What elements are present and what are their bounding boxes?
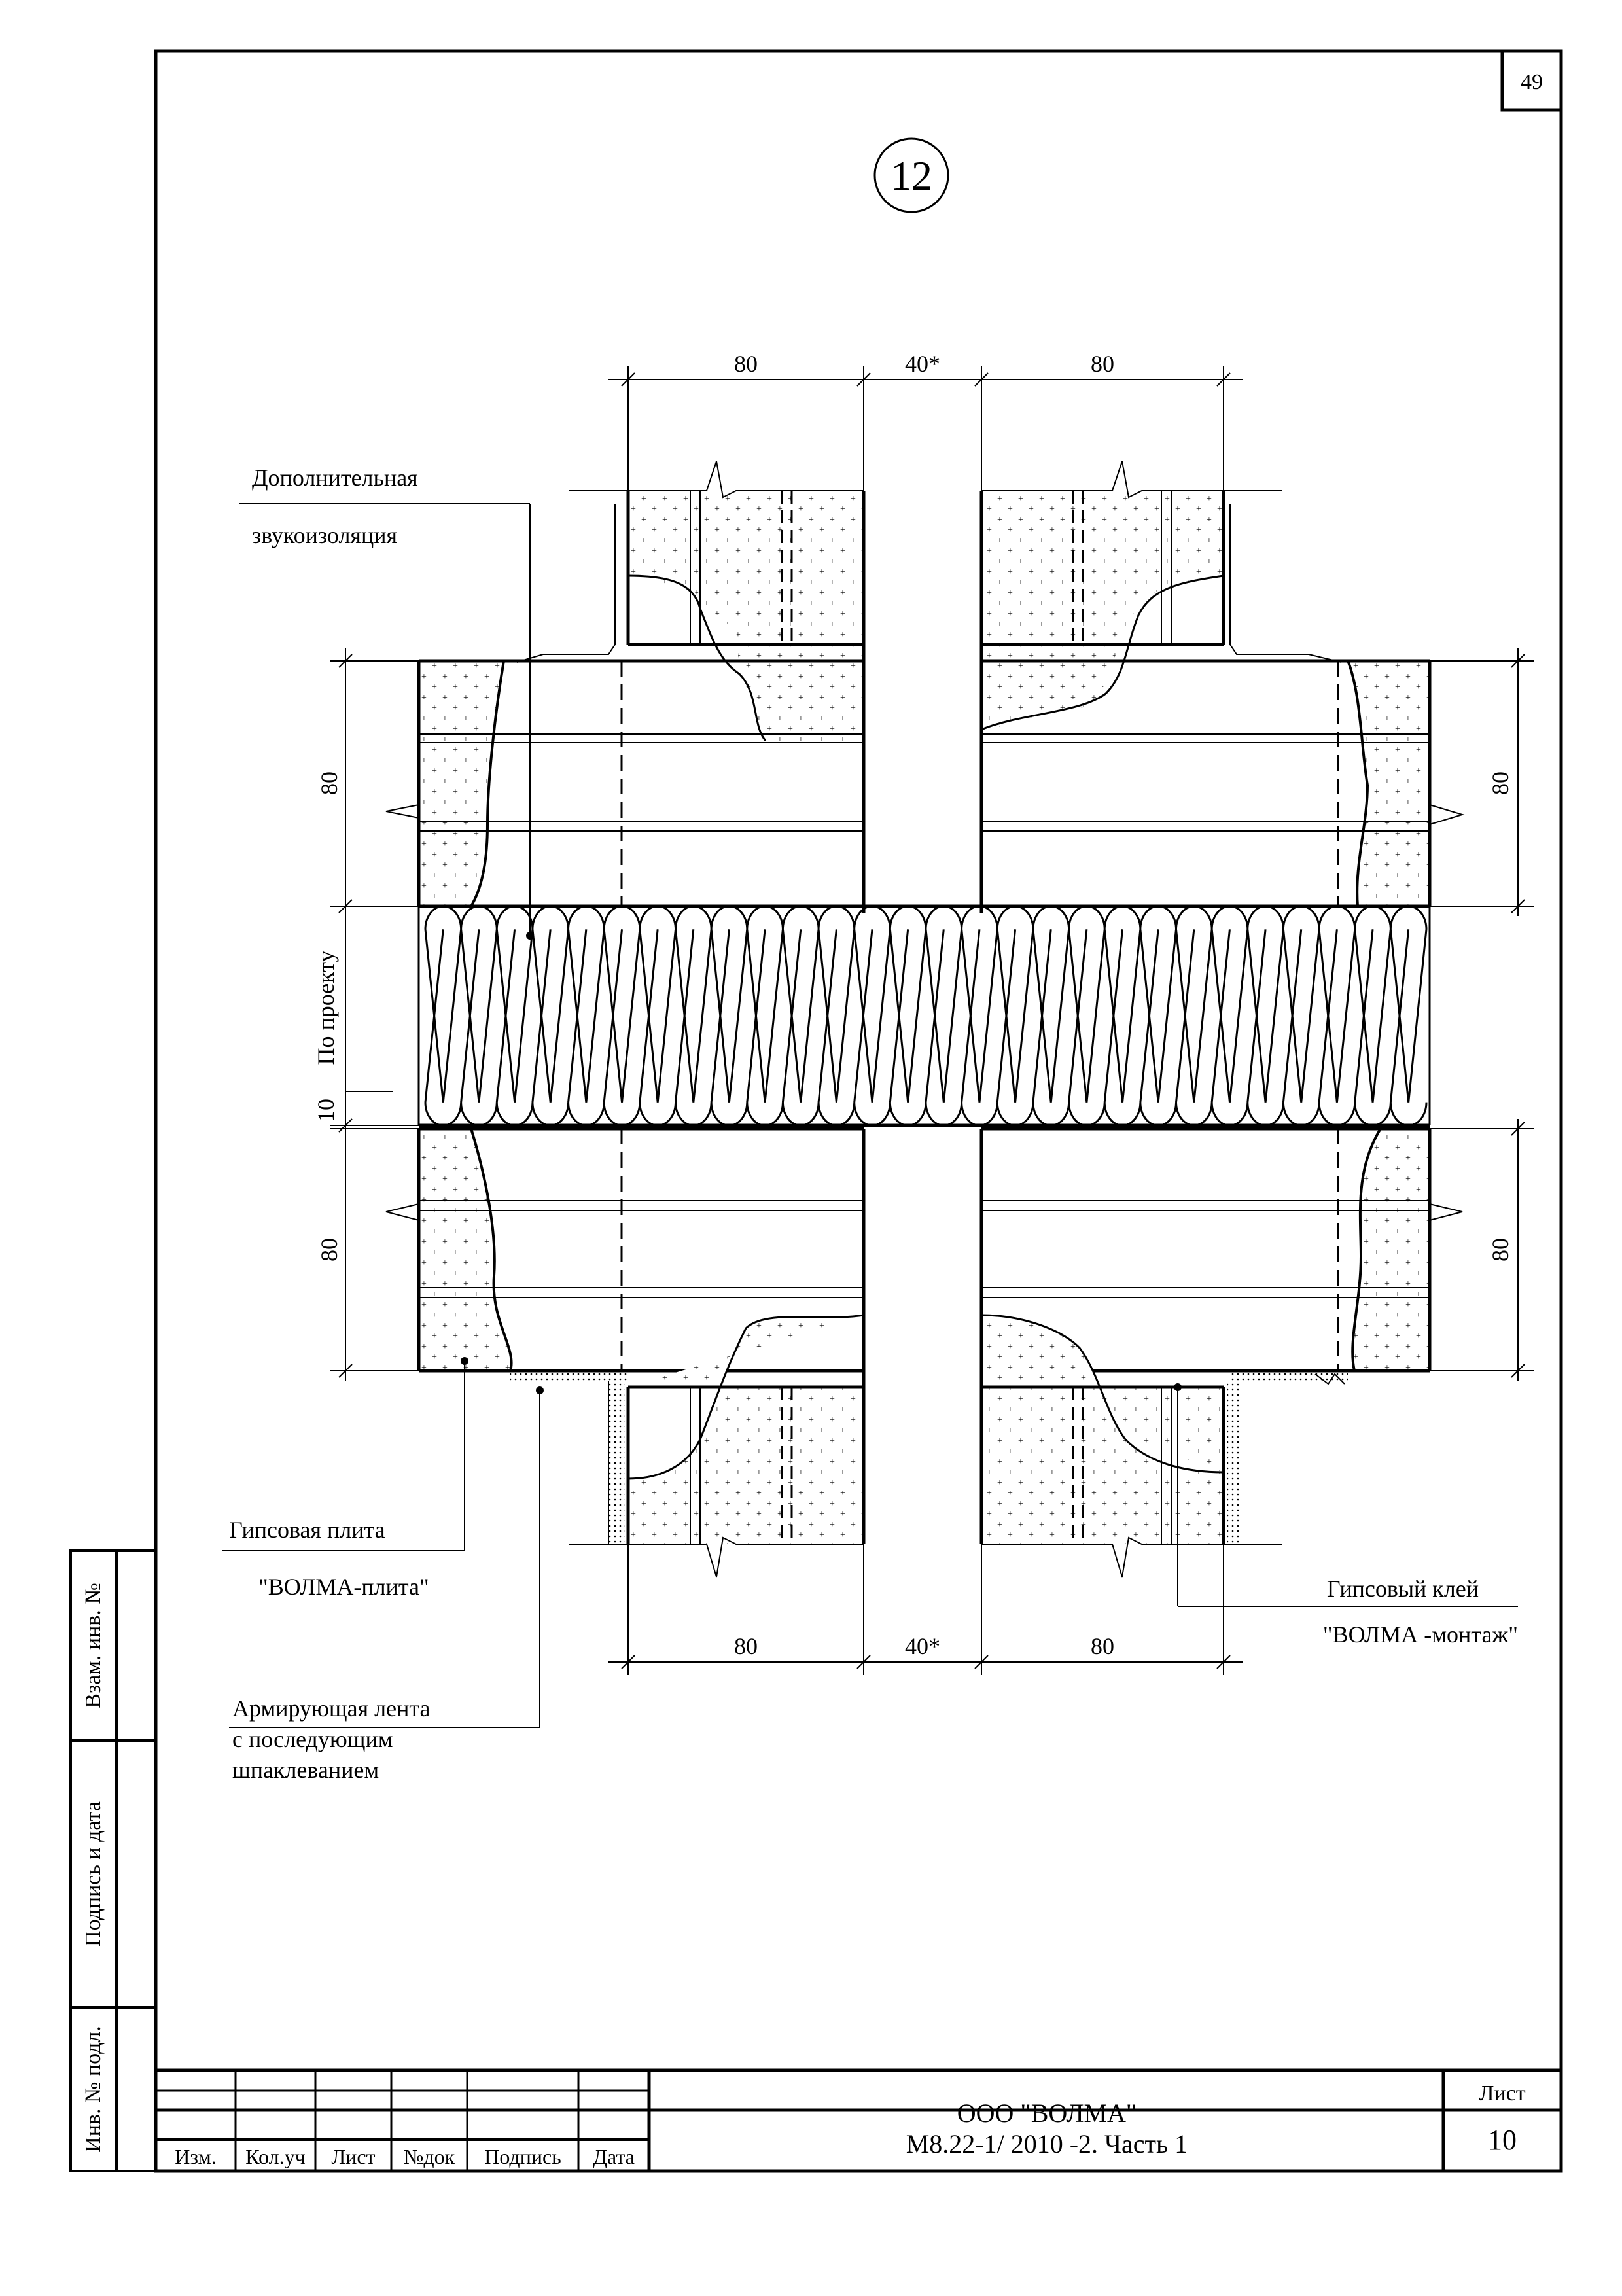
- panel-bottom-left: [510, 1129, 866, 1578]
- dimension-texts: 80 40* 80 80 40* 80 80 По проекту 10 80 …: [313, 351, 1513, 1659]
- dim-top-left: 80: [734, 351, 758, 377]
- insulation-loops: [424, 905, 1428, 1127]
- title-block: [156, 2068, 1561, 2171]
- dim-bottom-left: 80: [734, 1633, 758, 1659]
- stamp-field-sign-date: Подпись и дата: [81, 1801, 105, 1947]
- dim-right-lower: 80: [1487, 1238, 1513, 1262]
- sheet-frame: [154, 49, 1563, 2173]
- dim-left-gap: 10: [313, 1099, 339, 1122]
- panel-top-left: [516, 461, 866, 913]
- panel-top-right: [979, 461, 1342, 913]
- label-tape-3: шпаклеванием: [232, 1757, 379, 1783]
- dim-left-upper: 80: [316, 771, 342, 795]
- label-gypsum-board-2: "ВОЛМА-плита": [258, 1574, 429, 1600]
- leader-lines: [222, 503, 1518, 1728]
- panel-lower-left: [385, 1127, 864, 1373]
- label-gypsum-board-1: Гипсовая плита: [229, 1517, 385, 1543]
- dim-top-right: 80: [1091, 351, 1114, 377]
- page-number: 49: [1521, 70, 1543, 94]
- label-extra-insulation-2: звукоизоляция: [252, 522, 397, 548]
- col-data: Дата: [593, 2145, 635, 2168]
- col-list: Лист: [331, 2145, 375, 2168]
- panel-bottom-right: [979, 1129, 1348, 1578]
- side-stamp: [69, 1549, 157, 2172]
- dim-bottom-right: 80: [1091, 1633, 1114, 1659]
- company-name: ООО "ВОЛМА": [957, 2098, 1137, 2128]
- stamp-field-original-inv: Инв. № подл.: [81, 2026, 105, 2153]
- dim-right-upper: 80: [1487, 771, 1513, 795]
- title-block-columns: Изм. Кол.уч Лист №док Подпись Дата: [175, 2145, 635, 2168]
- leader-dots: [461, 932, 1182, 1394]
- panel-lower-right: [981, 1127, 1463, 1373]
- col-ndok: №док: [404, 2145, 455, 2168]
- sheet-value: 10: [1488, 2124, 1517, 2156]
- label-glue-1: Гипсовый клей: [1327, 1576, 1479, 1602]
- joint-drawing: [222, 366, 1534, 1728]
- label-glue-2: "ВОЛМА -монтаж": [1323, 1621, 1518, 1648]
- dim-bottom-gap: 40*: [905, 1633, 940, 1659]
- sound-insulation: [417, 904, 1431, 1127]
- col-podpis: Подпись: [484, 2145, 561, 2168]
- dim-left-lower: 80: [316, 1238, 342, 1262]
- node-marker: 12: [873, 137, 949, 213]
- document-code: М8.22-1/ 2010 -2. Часть 1: [906, 2129, 1188, 2159]
- node-number: 12: [890, 152, 932, 199]
- col-izm: Изм.: [175, 2145, 217, 2168]
- callout-labels: Дополнительная звукоизоляция Гипсовая пл…: [229, 465, 1518, 1783]
- label-tape-2: с последующим: [232, 1726, 393, 1752]
- page-number-box: 49: [1500, 49, 1563, 112]
- sheet-label: Лист: [1479, 2081, 1525, 2106]
- dim-top-gap: 40*: [905, 351, 940, 377]
- col-kol-uch: Кол.уч: [245, 2145, 305, 2168]
- label-extra-insulation-1: Дополнительная: [252, 465, 418, 491]
- dim-left-middle: По проекту: [313, 951, 339, 1065]
- stamp-field-replaced-inv: Взам. инв. №: [81, 1583, 105, 1708]
- dimension-lines: [330, 366, 1534, 1675]
- label-tape-1: Армирующая лента: [232, 1695, 431, 1722]
